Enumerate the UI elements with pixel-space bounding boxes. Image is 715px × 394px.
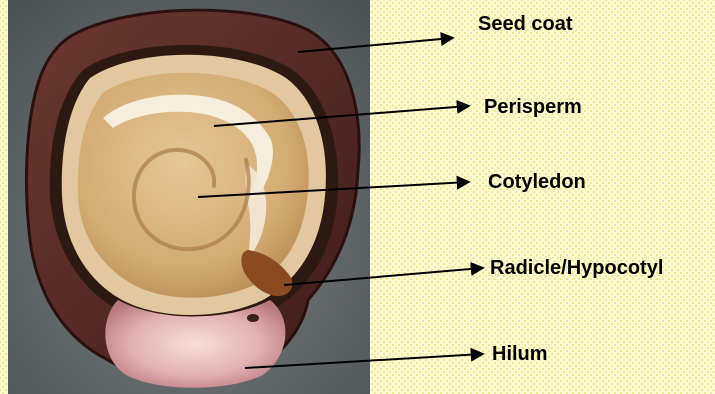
hilum-label: Hilum [492, 344, 548, 364]
radicle-hypocotyl-label: Radicle/Hypocotyl [490, 258, 663, 278]
seed-cross-section-photo [8, 0, 370, 394]
seed-coat-label: Seed coat [478, 14, 572, 34]
cotyledon-label: Cotyledon [488, 172, 586, 192]
perisperm-label: Perisperm [484, 97, 582, 117]
